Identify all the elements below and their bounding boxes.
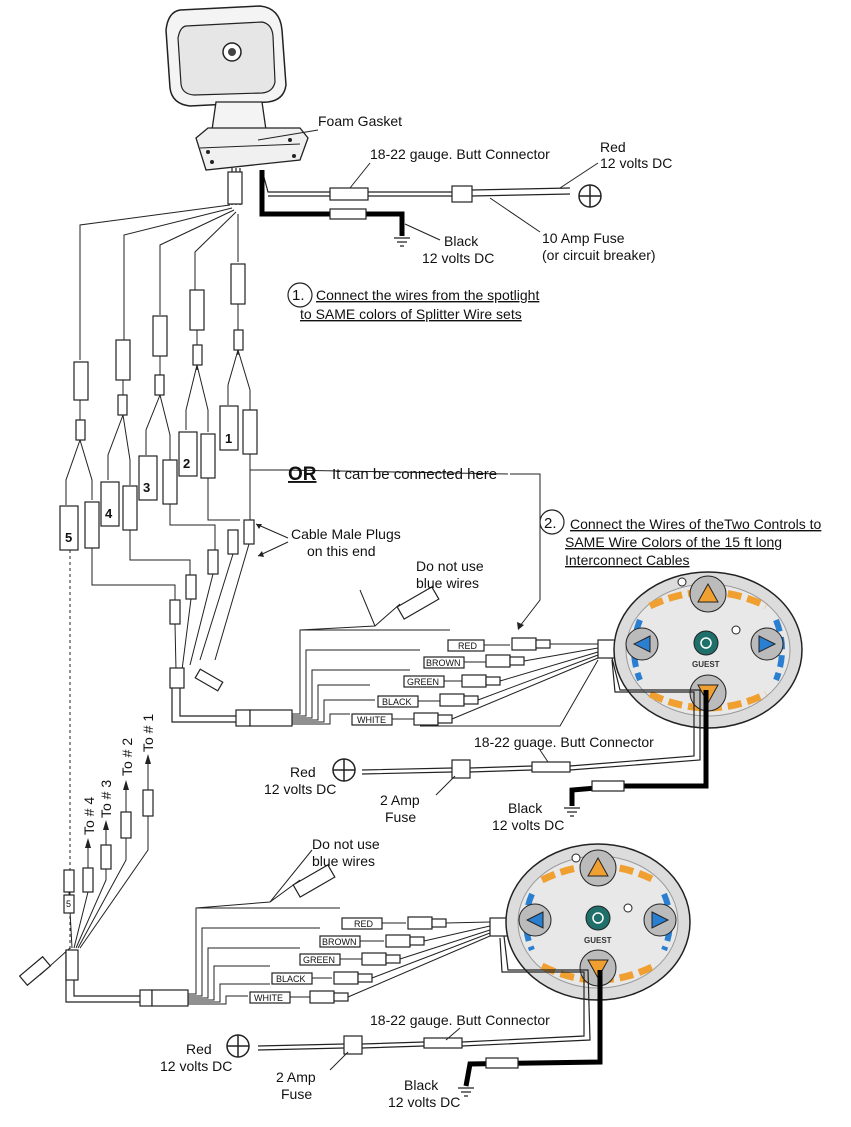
step2-circle: [539, 509, 565, 535]
red-wire-bot-3: [257, 1043, 345, 1051]
red-wire-top-2: [368, 191, 452, 197]
fuse-top-label: 10 Amp Fuse: [542, 230, 625, 246]
red-wire-bot: [461, 935, 591, 1047]
tag-white-bot-text: WHITE: [254, 993, 283, 1003]
fuse-mid-sub-label: Fuse: [385, 809, 416, 825]
step1-line2: to SAME colors of Splitter Wire sets: [300, 306, 522, 322]
red-wire-mid-3: [361, 767, 453, 775]
gasket-leader: [257, 129, 319, 141]
interconnect-cable-bot: [139, 849, 340, 1007]
black-mid-label: Black: [508, 800, 543, 816]
black-top-volts-label: 12 volts DC: [422, 250, 494, 266]
fuse-bot-sub-label: Fuse: [281, 1086, 312, 1102]
red-wire-mid: [569, 657, 701, 771]
mid-remote-connectors: [392, 637, 619, 727]
tag-green-mid-text: GREEN: [407, 677, 439, 687]
butt-connector-top-label: 18-22 gauge. Butt Connector: [370, 146, 550, 162]
fuse-mid-label: 2 Amp: [380, 792, 420, 808]
butt-connector-bot: [423, 1037, 463, 1049]
black-mid-volts-label: 12 volts DC: [492, 817, 564, 833]
black-connector-bot: [485, 1057, 519, 1069]
tag-black-mid-text: BLACK: [382, 697, 412, 707]
remote-control-bot: [505, 843, 691, 1001]
plus-symbol-bot: [226, 1034, 250, 1058]
black-connector-top: [329, 208, 367, 220]
fuse-holder-top: [451, 185, 473, 203]
to-4-label: To # 4: [81, 797, 97, 835]
do-not-use-mid-1: Do not use: [416, 558, 484, 574]
spotlight: [165, 5, 309, 171]
to-3-label: To # 3: [98, 780, 114, 818]
splitter-number-5: 5: [65, 530, 72, 545]
ground-symbol-mid: [564, 807, 580, 817]
butt-connector-mid-label: 18-22 guage. Butt Connector: [474, 734, 654, 750]
ground-symbol-bot: [458, 1087, 474, 1097]
black-wire-top: [259, 170, 405, 236]
red-wire-top: [261, 169, 330, 197]
step1-circle: [287, 282, 313, 308]
black-connector-mid: [591, 780, 625, 792]
red-top-volts-label: 12 volts DC: [600, 155, 672, 171]
or-text: It can be connected here: [332, 466, 497, 483]
cable-plugs-label-2: on this end: [307, 543, 376, 559]
black-wire-bot: [463, 970, 603, 1087]
fuse-holder-mid: [451, 759, 471, 779]
do-not-use-bot-1: Do not use: [312, 836, 380, 852]
interconnect-cable-mid: [235, 586, 450, 727]
butt-connector-mid: [531, 761, 571, 773]
tag-red-bot-text: RED: [354, 919, 374, 929]
tag-red-mid-text: RED: [458, 641, 478, 651]
splitter-number-1: 1: [225, 431, 232, 446]
spotlight-cable-sleeve: [227, 171, 243, 205]
step2-line3: Interconnect Cables: [565, 552, 690, 568]
step2-number: 2.: [544, 515, 557, 532]
red-mid-volts-label: 12 volts DC: [264, 781, 336, 797]
splitter-number-2: 2: [183, 456, 190, 471]
tiny-five-label: 5: [66, 899, 71, 909]
to-1-label: To # 1: [140, 714, 156, 752]
red-mid-label: Red: [290, 764, 316, 780]
fuse-holder-bot: [343, 1035, 363, 1055]
red-bot-label: Red: [186, 1041, 212, 1057]
to-2-label: To # 2: [119, 738, 135, 776]
do-not-use-bot-2: blue wires: [312, 853, 375, 869]
black-bot-label: Black: [404, 1077, 439, 1093]
splitter-number-3: 3: [143, 480, 150, 495]
tag-white-mid-text: WHITE: [357, 715, 386, 725]
tag-brown-bot-text: BROWN: [322, 937, 357, 947]
plus-symbol-mid: [332, 758, 356, 782]
tag-green-bot-text: GREEN: [303, 955, 335, 965]
fuse-top-sub-label: (or circuit breaker): [542, 247, 656, 263]
step1-line1: Connect the wires from the spotlight: [316, 287, 539, 303]
foam-gasket-label: Foam Gasket: [318, 113, 402, 129]
tag-brown-mid-text: BROWN: [426, 658, 461, 668]
remote-brand-bot: GUEST: [584, 936, 612, 945]
butt-connector-top: [329, 187, 369, 201]
step1-number: 1.: [292, 287, 305, 304]
red-wire-top-3: [471, 187, 571, 197]
butt-connector-bot-label: 18-22 gauge. Butt Connector: [370, 1012, 550, 1028]
splitter-number-4: 4: [105, 506, 113, 521]
step2-line1: Connect the Wires of theTwo Controls to: [570, 516, 822, 532]
splitter-wiring: [59, 204, 509, 960]
step2-line2: SAME Wire Colors of the 15 ft long: [565, 534, 782, 550]
tag-black-bot-text: BLACK: [276, 974, 306, 984]
cable-plugs-label-1: Cable Male Plugs: [291, 526, 401, 542]
to-arrows: [18, 754, 154, 1003]
black-top-label: Black: [444, 233, 479, 249]
or-word: OR: [288, 464, 317, 485]
remote-brand-mid: GUEST: [692, 660, 720, 669]
red-wire-bot-2: [361, 1041, 425, 1049]
black-bot-volts-label: 12 volts DC: [388, 1094, 460, 1110]
ground-symbol-top: [394, 237, 410, 247]
red-bot-volts-label: 12 volts DC: [160, 1058, 232, 1074]
do-not-use-mid-2: blue wires: [416, 575, 479, 591]
fuse-bot-label: 2 Amp: [276, 1069, 316, 1085]
plus-symbol-top: [578, 184, 602, 208]
bot-remote-connectors: [290, 916, 511, 1004]
red-wire-mid-2: [469, 765, 533, 773]
red-top-label: Red: [600, 139, 626, 155]
